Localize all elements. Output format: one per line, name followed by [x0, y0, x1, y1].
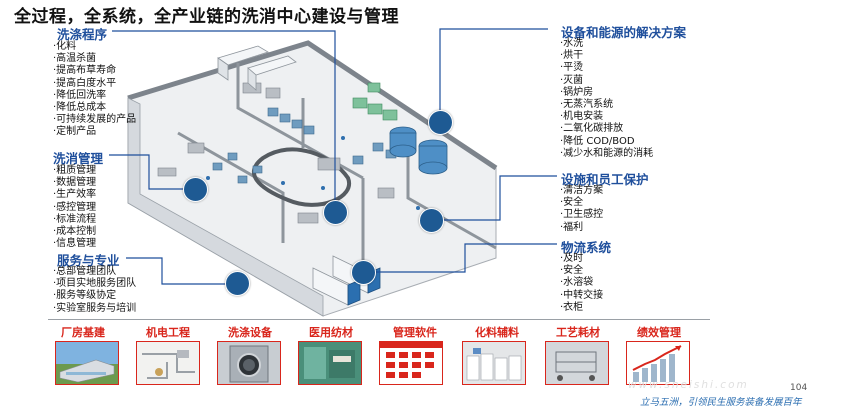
section-divider [48, 319, 710, 320]
list-item: ·水溶袋 [560, 277, 594, 289]
service-professional-list: ·总部管理团队 ·项目实地服务团队 ·服务等级协定 ·实验室服务与培训 [53, 266, 136, 315]
website-watermark: www.sneishi.com [628, 379, 749, 391]
company-slogan: 立马五洲，引领民生服务装备发展百年 [640, 397, 802, 408]
service-professional-title: 服务与专业 [57, 253, 120, 268]
list-item: ·福利 [560, 221, 584, 233]
list-item: ·降低 COD/BOD [560, 135, 635, 147]
list-item: ·卫生感控 [560, 209, 604, 221]
category-label: 化料辅料 [475, 326, 519, 339]
list-item: ·无蒸汽系统 [560, 98, 614, 110]
washing-management-marker [183, 177, 208, 202]
washing-program-title: 洗涤程序 [57, 27, 108, 42]
list-item: ·实验室服务与培训 [53, 302, 137, 314]
logistics-title: 物流系统 [561, 240, 612, 255]
list-item: ·信息管理 [53, 238, 97, 250]
list-item: ·化料 [53, 41, 77, 52]
category-label: 厂房基建 [61, 326, 105, 339]
truck-icon [217, 45, 381, 306]
facility-staff-list: ·清洁方案 ·安全 ·卫生感控 ·福利 [560, 185, 603, 234]
list-item: ·衣柜 [560, 301, 584, 313]
list-item: ·高温杀菌 [53, 53, 97, 65]
category-label: 工艺耗材 [556, 326, 600, 339]
list-item: ·定制产品 [53, 126, 97, 138]
list-item: ·安全 [560, 197, 584, 209]
equipment-energy-list: ·水洗 ·烘干 ·平烫 ·灭菌 ·锅炉房 ·无蒸汽系统 ·机电安装 ·二氧化碳排… [560, 38, 653, 160]
page-number: 104 [790, 383, 808, 393]
category-label: 机电工程 [146, 326, 190, 339]
list-item: ·标准流程 [53, 213, 97, 225]
equipment-energy-title: 设备和能源的解决方案 [561, 25, 687, 40]
list-item: ·数据管理 [53, 177, 97, 189]
list-item: ·感控管理 [53, 201, 97, 213]
management-software-photo [379, 341, 443, 385]
list-item: ·清洁方案 [560, 185, 604, 196]
list-item: ·生产效率 [53, 189, 97, 201]
factory-building-photo [55, 341, 119, 385]
washing-management-list: ·粗质管理 ·数据管理 ·生产效率 ·感控管理 ·标准流程 ·成本控制 ·信息管… [53, 165, 96, 250]
list-item: ·灭菌 [560, 74, 584, 86]
category-label: 医用纺材 [309, 326, 353, 339]
list-item: ·降低回洗率 [53, 89, 107, 101]
list-item: ·可持续发展的产品 [53, 114, 137, 126]
equipment-energy-marker [428, 110, 453, 135]
list-item: ·提高布草寿命 [53, 65, 117, 77]
chemical-supplies-photo [462, 341, 526, 385]
page-title: 全过程，全系统，全产业链的洗消中心建设与管理 [14, 7, 399, 27]
logistics-list: ·及时 ·安全 ·水溶袋 ·中转交接 ·衣柜 [560, 253, 603, 314]
list-item: ·中转交接 [560, 289, 604, 301]
medical-textile-photo [298, 341, 362, 385]
list-item: ·水洗 [560, 38, 584, 49]
service-professional-marker [225, 271, 250, 296]
washing-program-marker [323, 200, 348, 225]
category-label: 洗涤设备 [228, 326, 272, 339]
list-item: ·机电安装 [560, 111, 604, 123]
list-item: ·提高白度水平 [53, 77, 117, 89]
list-item: ·锅炉房 [560, 86, 594, 98]
process-consumables-photo [545, 341, 609, 385]
list-item: ·安全 [560, 265, 584, 277]
mep-engineering-photo [136, 341, 200, 385]
category-label: 管理软件 [393, 326, 437, 339]
list-item: ·降低总成本 [53, 101, 107, 113]
list-item: ·平烫 [560, 62, 584, 74]
list-item: ·减少水和能源的消耗 [560, 147, 654, 159]
list-item: ·二氧化碳排放 [560, 123, 624, 135]
list-item: ·烘干 [560, 50, 584, 62]
facility-staff-marker [419, 208, 444, 233]
list-item: ·总部管理团队 [53, 266, 117, 277]
washing-machine-photo [217, 341, 281, 385]
facility-staff-title: 设施和员工保护 [561, 172, 649, 187]
category-label: 绩效管理 [637, 326, 681, 339]
list-item: ·成本控制 [53, 225, 97, 237]
list-item: ·服务等级协定 [53, 290, 117, 302]
washing-program-list: ·化料 ·高温杀菌 ·提高布草寿命 ·提高白度水平 ·降低回洗率 ·降低总成本 … [53, 41, 136, 139]
washing-management-title: 洗消管理 [53, 151, 104, 166]
performance-chart-photo [626, 341, 690, 385]
list-item: ·及时 [560, 253, 584, 264]
logistics-marker [351, 260, 376, 285]
list-item: ·项目实地服务团队 [53, 278, 137, 290]
list-item: ·粗质管理 [53, 165, 97, 176]
